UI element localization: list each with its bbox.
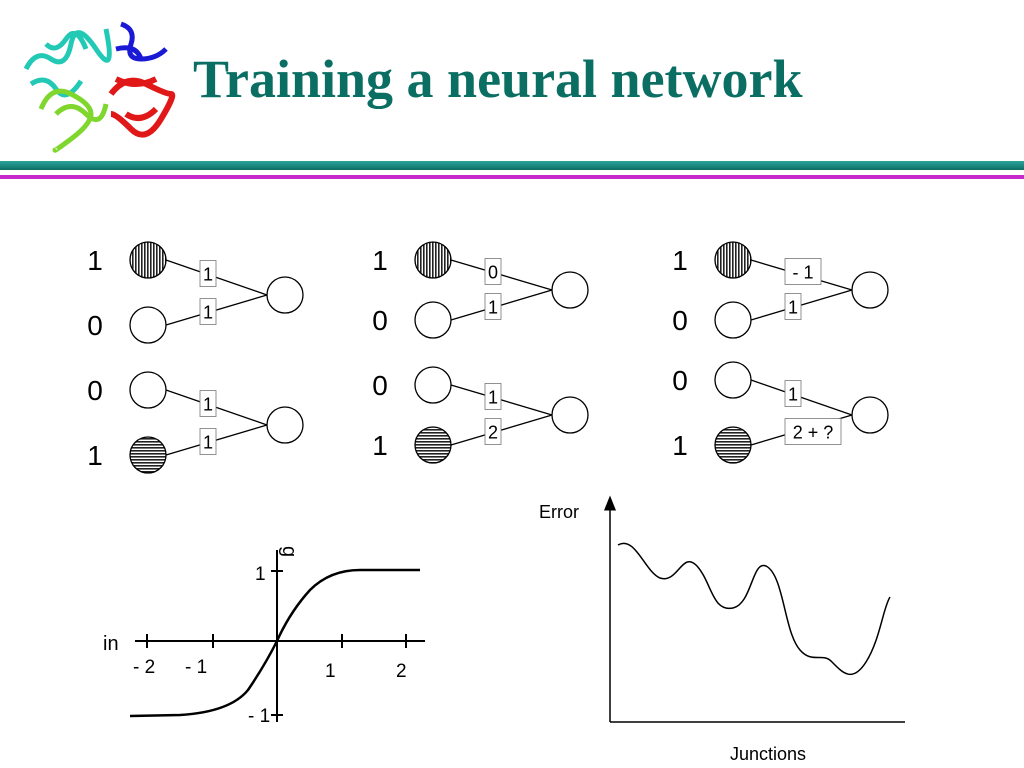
input-value-label: 0: [87, 310, 103, 341]
weight-value: 2: [488, 423, 498, 443]
error-curve: [617, 542, 891, 676]
weight-value: 1: [203, 265, 213, 285]
connection-line: [165, 294, 268, 326]
error-x-label: Junctions: [730, 744, 806, 764]
active-input-node: [414, 241, 452, 279]
connection-line: [165, 389, 268, 426]
sigmoid-curve: [129, 568, 420, 718]
input-value-label: 1: [87, 440, 103, 471]
input-node: [129, 371, 167, 409]
protein-structure-logo: [23, 21, 176, 153]
weight-box: [784, 418, 842, 445]
weight-value: 1: [788, 385, 798, 405]
weight-box: [199, 390, 217, 417]
title-accent-line: [0, 175, 1024, 179]
error-y-label: Error: [539, 502, 579, 522]
weight-value: 1: [788, 298, 798, 318]
sigmoid-y-label: g: [278, 546, 300, 557]
weight-value: 1: [203, 395, 213, 415]
input-node: [714, 361, 752, 399]
output-node: [266, 276, 304, 314]
input-value-label: 0: [672, 365, 688, 396]
output-node: [266, 406, 304, 444]
input-node: [414, 366, 452, 404]
active-input-node: [714, 241, 752, 279]
input-node: [129, 306, 167, 344]
weight-box: [484, 418, 502, 445]
weight-box: [199, 428, 217, 455]
active-input-node: [129, 241, 167, 279]
sigmoid-xtick-label-1: - 1: [185, 657, 207, 678]
sigmoid-plot: in g - 2 - 1 1 2 1 - 1: [103, 546, 425, 727]
input-value-label: 1: [672, 245, 688, 276]
connection-line: [450, 384, 553, 416]
input-value-label: 1: [372, 430, 388, 461]
connection-line: [450, 259, 553, 291]
input-value-label: 0: [372, 305, 388, 336]
sigmoid-ytick-label-0: 1: [255, 564, 266, 585]
input-value-label: 1: [87, 245, 103, 276]
output-node: [551, 271, 589, 309]
connection-line: [165, 259, 268, 296]
weight-box: [484, 293, 502, 320]
output-node: [851, 271, 889, 309]
active-input-node: [414, 426, 452, 464]
input-node: [414, 301, 452, 339]
input-value-label: 0: [372, 370, 388, 401]
input-node: [714, 301, 752, 339]
weight-value: 0: [488, 262, 498, 282]
network-diagrams: 1 1 0 1 0 1 1 1 1 0 0 1 0 1 1 2 1 - 1 0 1 0 1 1 2 + ?: [87, 241, 889, 474]
active-input-node: [714, 426, 752, 464]
connection-line: [750, 289, 853, 321]
weight-box: [784, 293, 802, 320]
weight-box: [199, 298, 217, 325]
input-value-label: 0: [87, 375, 103, 406]
sigmoid-ytick-label-1: - 1: [248, 706, 270, 727]
title-underline-bar: [0, 161, 1024, 170]
input-value-label: 1: [372, 245, 388, 276]
weight-box: [484, 383, 502, 410]
output-node: [551, 396, 589, 434]
weight-box: [784, 380, 802, 407]
connection-line: [750, 379, 853, 416]
input-value-label: 1: [672, 430, 688, 461]
connection-line: [165, 424, 268, 456]
weight-box: [484, 258, 502, 285]
weight-value: 2 + ?: [793, 423, 834, 443]
output-node: [851, 396, 889, 434]
slide-title: Training a neural network: [193, 49, 803, 109]
sigmoid-xtick-label-3: 2: [396, 661, 407, 682]
sigmoid-xtick-label-0: - 2: [133, 657, 155, 678]
weight-value: 1: [488, 298, 498, 318]
connection-line: [450, 289, 553, 321]
error-plot: Error Junctions: [539, 495, 905, 764]
sigmoid-x-label: in: [103, 633, 119, 655]
sigmoid-xtick-label-2: 1: [325, 661, 336, 682]
active-input-node: [129, 436, 167, 474]
weight-value: 1: [488, 387, 498, 407]
weight-value: - 1: [792, 262, 813, 282]
weight-box: [784, 258, 822, 285]
weight-value: 1: [203, 303, 213, 323]
weight-box: [199, 260, 217, 287]
connection-line: [450, 414, 553, 446]
input-value-label: 0: [672, 305, 688, 336]
weight-value: 1: [203, 433, 213, 453]
